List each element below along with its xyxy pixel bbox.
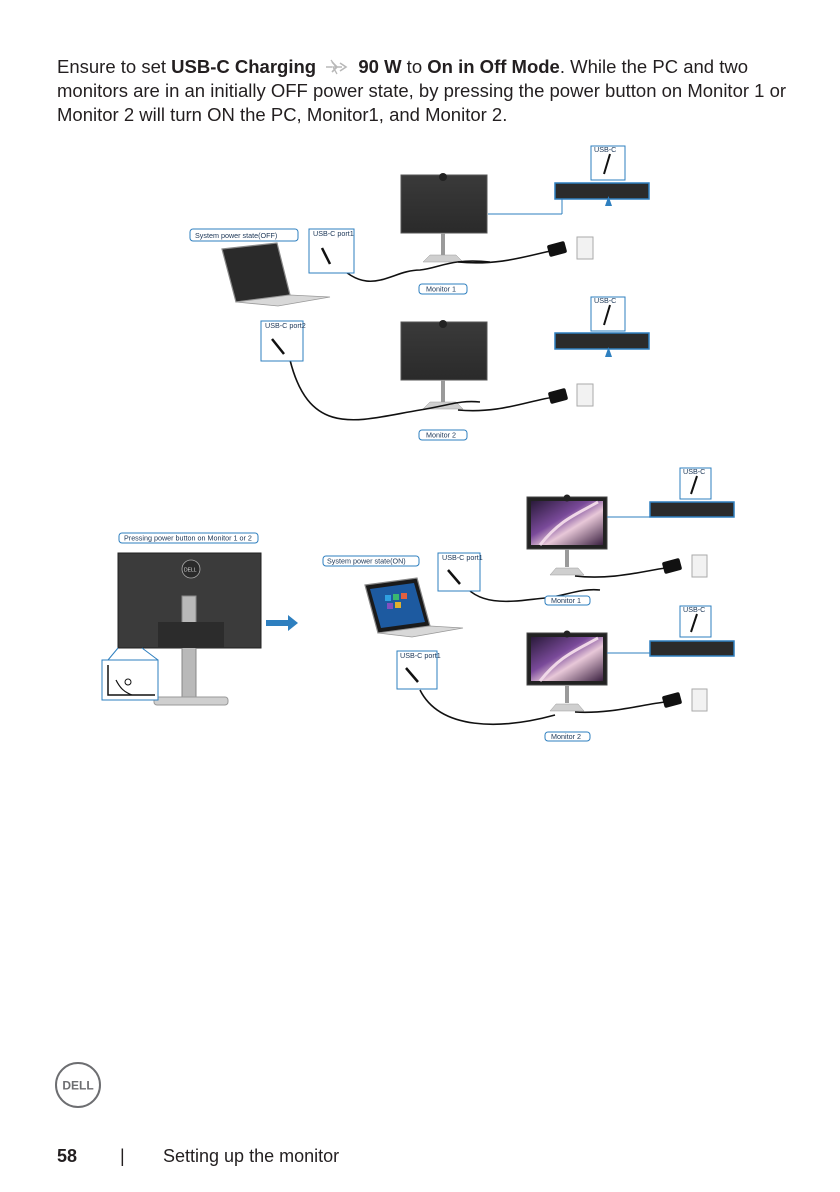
section-title: Setting up the monitor [163,1146,340,1166]
monitor-1-label-top: Monitor 1 [426,285,456,294]
power-plug-icon [547,236,594,407]
monitor-1-on [526,494,608,576]
monitor-2-label-top: Monitor 2 [426,431,456,440]
monitor-2-on [526,630,608,712]
usb-c-label-bottom-1: USB-C [683,467,705,476]
power-cable-1 [457,249,556,264]
intro-paragraph: Ensure to set USB-C Charging 90 W to On … [57,55,787,127]
svg-text:DELL: DELL [184,568,197,574]
pressing-power-button-label: Pressing power button on Monitor 1 or 2 [124,534,252,543]
cable-laptop-monitor1 [334,260,491,282]
right-arrow-icon [266,615,298,631]
usb-c-port1-label-bottom-a: USB-C port1 [442,553,483,562]
usb-c-label-top-2: USB-C [594,296,616,305]
connection-diagram: System power state(OFF) USB-C port1 USB-… [101,145,735,742]
monitor-2-label-bottom: Monitor 2 [551,732,581,741]
wattage-label: 90 W [358,56,402,77]
dell-logo: DELL [55,1062,101,1108]
cable-laptop-monitor2 [289,359,481,421]
intro-text-1: Ensure to set [57,56,172,77]
intro-text-3: . While the PC and two monitors are in a… [57,56,787,125]
usb-c-port1-label-bottom-b: USB-C port1 [400,651,441,660]
on-in-off-mode-label: On in Off Mode [427,56,560,77]
page-number: 58 [57,1146,78,1166]
monitor-back-view: DELL [117,552,262,706]
power-cable-2 [457,396,556,412]
laptop-off [221,242,331,307]
usb-c-charging-label: USB-C Charging [171,56,317,77]
monitor-back-panel [488,145,650,357]
monitor-1-label-bottom: Monitor 1 [551,596,581,605]
finger-press-icon [115,679,133,696]
monitor-2-off [400,320,488,410]
system-power-state-on: System power state(ON) [327,557,406,566]
usb-c-label-bottom-2: USB-C [683,605,705,614]
usb-c-label-top-1: USB-C [594,145,616,154]
usb-charging-icon [326,59,348,75]
usb-c-port2-label: USB-C port2 [265,321,306,330]
system-power-state-off: System power state(OFF) [195,231,277,240]
laptop-on [364,577,464,638]
dell-logo-text: DELL [62,1079,93,1093]
intro-text-2: to [401,56,428,77]
usb-c-port1-label-top: USB-C port1 [313,229,354,238]
footer-separator: | [120,1146,125,1166]
monitor-1-off [400,173,488,263]
